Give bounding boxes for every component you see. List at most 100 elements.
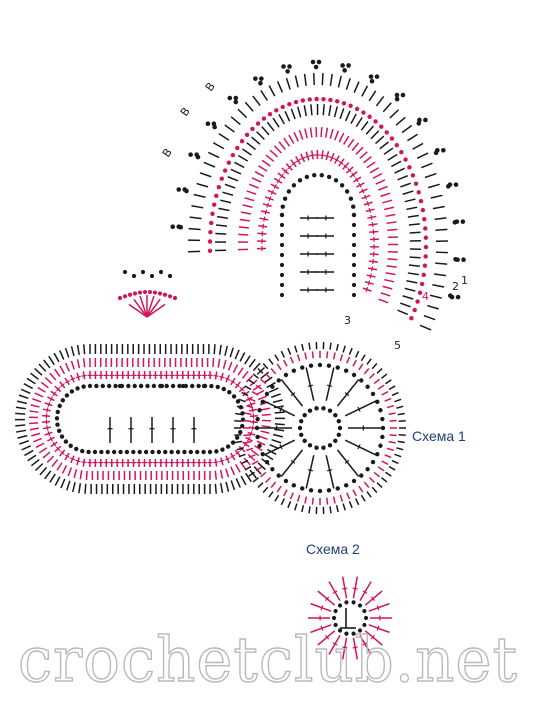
stitch-mark xyxy=(279,114,284,124)
stitch-bar xyxy=(342,588,347,589)
stitch-mark xyxy=(435,263,447,264)
stitch-mark xyxy=(353,360,356,366)
chain-dot xyxy=(209,384,213,388)
chain-dot xyxy=(461,219,466,224)
chain-dot xyxy=(312,173,316,177)
chain-dot xyxy=(314,445,318,449)
stitch-mark xyxy=(340,354,342,361)
chain-dot xyxy=(214,449,218,453)
chain-dot xyxy=(260,452,264,456)
stitch-mark xyxy=(334,352,335,359)
stitch-mark xyxy=(17,401,27,403)
stitch-mark xyxy=(367,492,371,498)
stitch-mark xyxy=(383,286,393,289)
stitch-mark xyxy=(430,295,442,298)
stitch-mark xyxy=(219,208,230,210)
stitch-mark xyxy=(234,435,241,436)
stitch-mark xyxy=(220,200,231,203)
stitch-mark xyxy=(435,229,447,230)
chain-dot xyxy=(255,435,259,439)
chain-dot xyxy=(300,486,304,490)
row-markers: B B B 1 2 3 4 5 xyxy=(160,80,468,352)
stitch-mark xyxy=(74,469,76,478)
stitch-mark xyxy=(390,435,397,436)
chain-dot xyxy=(280,223,284,227)
chain-dot xyxy=(233,100,238,105)
chain-dot xyxy=(206,121,211,126)
stitch-bar xyxy=(308,470,313,471)
stitch-mark xyxy=(396,117,405,125)
stitch-mark xyxy=(218,359,219,368)
stitch-mark xyxy=(318,591,335,605)
chain-dot xyxy=(182,450,186,454)
stitch-mark xyxy=(381,293,391,296)
stitch-mark xyxy=(15,413,25,414)
stitch-mark xyxy=(390,420,397,421)
stitch-mark xyxy=(259,436,267,439)
chain-dot xyxy=(314,65,319,70)
stitch-bar xyxy=(367,201,369,206)
chain-dot xyxy=(258,81,263,86)
chain-dot xyxy=(255,417,259,421)
stitch-mark xyxy=(41,382,48,387)
stitch-mark xyxy=(271,394,280,397)
chain-dot xyxy=(214,194,218,198)
chain-dot xyxy=(158,291,162,295)
chain-dot xyxy=(168,274,172,278)
stitch-mark xyxy=(252,137,260,144)
stitch-mark xyxy=(421,163,432,168)
stitch-mark xyxy=(35,464,42,471)
chain-dot xyxy=(280,273,284,277)
chain-dot xyxy=(390,136,394,140)
stitch-mark xyxy=(400,303,410,307)
chain-dot xyxy=(281,105,285,109)
stitch-mark xyxy=(406,281,417,283)
stitch-bar xyxy=(219,460,224,461)
stitch-mark xyxy=(326,128,328,138)
stitch-mark xyxy=(269,388,278,392)
stitch-mark xyxy=(338,76,341,88)
stitch-mark xyxy=(261,90,268,100)
stitch-mark xyxy=(385,215,395,217)
stitch-mark xyxy=(330,506,331,513)
stitch-mark xyxy=(270,150,277,157)
stitch-mark xyxy=(302,505,303,512)
stitch-mark xyxy=(238,155,247,161)
chain-dot xyxy=(93,450,97,454)
stitch-mark xyxy=(337,450,358,477)
chain-dot xyxy=(455,257,460,262)
chain-dot xyxy=(309,488,313,492)
stitch-mark xyxy=(28,455,36,461)
stitch-mark xyxy=(405,199,416,202)
chain-dot xyxy=(395,93,400,98)
stitch-mark xyxy=(361,355,365,361)
stitch-mark xyxy=(356,499,359,505)
stitch-mark xyxy=(387,266,397,267)
stitch-bar xyxy=(325,156,330,157)
stitch-mark xyxy=(314,73,315,85)
chain-dot xyxy=(112,450,116,454)
stitch-mark xyxy=(191,206,203,208)
stitch-mark xyxy=(406,207,417,209)
stitch-mark xyxy=(398,176,408,180)
stitch-mark xyxy=(399,435,406,436)
chain-dot xyxy=(64,439,68,443)
stitch-mark xyxy=(345,440,376,455)
stitch-mark xyxy=(385,472,391,476)
chain-dot xyxy=(352,293,356,297)
stitch-mark xyxy=(329,105,331,116)
stitch-mark xyxy=(226,469,229,478)
stitch-mark xyxy=(323,104,324,115)
stitch-mark xyxy=(362,86,368,97)
stitch-mark xyxy=(241,212,251,214)
stitch-mark xyxy=(265,454,273,459)
stitch-mark xyxy=(275,424,285,425)
stitch-mark xyxy=(330,74,332,86)
stitch-mark xyxy=(266,374,271,379)
row-mark-b3: B xyxy=(203,80,218,94)
chain-dot xyxy=(355,107,359,111)
stitch-mark xyxy=(229,362,232,370)
stitch-bar xyxy=(369,208,370,213)
stitch-mark xyxy=(275,355,279,361)
